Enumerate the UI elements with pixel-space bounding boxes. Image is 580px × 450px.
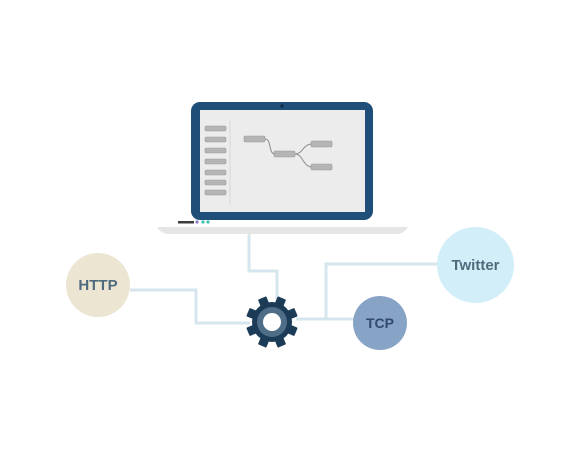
palette-node	[204, 136, 227, 143]
screen-palette	[204, 125, 227, 196]
http-node: HTTP	[66, 253, 130, 317]
laptop-screen	[200, 110, 365, 212]
flow-node	[310, 140, 333, 148]
palette-node	[204, 158, 227, 165]
tcp-label: TCP	[366, 315, 394, 331]
gear-icon	[246, 296, 298, 348]
palette-node	[204, 147, 227, 154]
palette-node	[204, 169, 227, 176]
twitter-label: Twitter	[451, 256, 500, 274]
screen-flow	[243, 135, 333, 171]
tcp-node: TCP	[353, 296, 407, 350]
twitter-node: Twitter	[437, 227, 514, 303]
flow-node	[243, 135, 266, 143]
palette-node	[204, 189, 227, 196]
laptop-led-teal-2	[206, 220, 210, 224]
laptop-base-indicator	[178, 221, 194, 224]
laptop-icon	[157, 102, 408, 234]
flow-node	[310, 163, 333, 171]
laptop-camera	[280, 104, 284, 108]
palette-node	[204, 179, 227, 186]
http-to-gear-line	[130, 288, 250, 325]
flow-node	[273, 150, 296, 158]
laptop-led-teal-1	[201, 220, 205, 224]
connector-lines	[130, 233, 438, 325]
gear-to-twitter-line	[324, 262, 438, 319]
http-label: HTTP	[78, 276, 118, 294]
palette-node	[204, 125, 227, 132]
laptop-base	[157, 227, 408, 234]
laptop-led-purple	[195, 220, 199, 224]
laptop-to-gear-line	[247, 233, 279, 322]
